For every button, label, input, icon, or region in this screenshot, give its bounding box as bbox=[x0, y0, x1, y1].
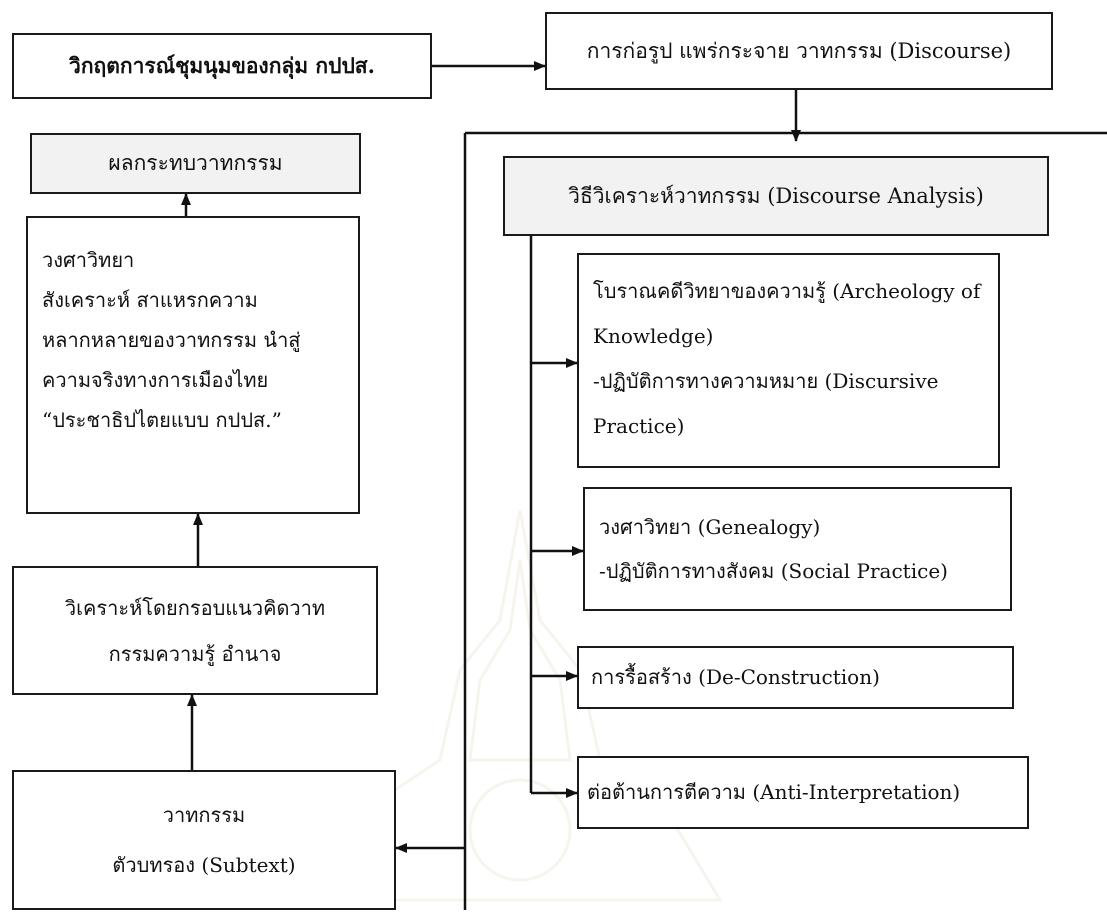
method-genealogy-line: -ปฏิบัติการทางสังคม (Social Practice) bbox=[599, 559, 948, 583]
method-deconstruction-line: การรื้อสร้าง (De-Construction) bbox=[591, 665, 880, 689]
genealogy-result-box: วงศาวิทยา สังเคราะห์ สาแหรกความ หลากหลาย… bbox=[26, 216, 360, 514]
discourse-effect-label: ผลกระทบวาทกรรม bbox=[108, 151, 283, 176]
method-archeology-box: โบราณคดีวิทยาของความรู้ (Archeology of K… bbox=[577, 253, 1000, 468]
framework-analysis-line: กรรมความรู้ อำนาจ bbox=[108, 641, 282, 666]
method-archeology-line: Knowledge) bbox=[593, 324, 714, 348]
subtext-line: วาทกรรม bbox=[162, 803, 246, 827]
discourse-effect-box: ผลกระทบวาทกรรม bbox=[30, 133, 361, 194]
discourse-analysis-box: วิธีวิเคราะห์วาทกรรม (Discourse Analysis… bbox=[503, 156, 1049, 236]
genealogy-result-line: วงศาวิทยา bbox=[42, 248, 135, 272]
genealogy-result-line: หลากหลายของวาทกรรม นำสู่ bbox=[42, 328, 301, 352]
discourse-formation-box: การก่อรูป แพร่กระจาย วาทกรรม (Discourse) bbox=[545, 12, 1053, 90]
method-archeology-line: โบราณคดีวิทยาของความรู้ (Archeology of bbox=[593, 279, 981, 303]
framework-analysis-box: วิเคราะห์โดยกรอบแนวคิดวาท กรรมความรู้ อำ… bbox=[12, 566, 378, 695]
genealogy-result-line: สังเคราะห์ สาแหรกความ bbox=[42, 288, 258, 312]
genealogy-result-line: ความจริงทางการเมืองไทย bbox=[42, 368, 269, 392]
subtext-line: ตัวบทรอง (Subtext) bbox=[112, 853, 296, 877]
subtext-box: วาทกรรม ตัวบทรอง (Subtext) bbox=[12, 770, 396, 910]
discourse-analysis-label: วิธีวิเคราะห์วาทกรรม (Discourse Analysis… bbox=[568, 183, 984, 208]
method-anti-interpretation-line: ต่อต้านการตีความ (Anti-Interpretation) bbox=[587, 780, 961, 804]
method-deconstruction-box: การรื้อสร้าง (De-Construction) bbox=[577, 646, 1014, 709]
crisis-label: วิกฤตการณ์ชุมนุมของกลุ่ม กปปส. bbox=[69, 52, 375, 78]
framework-analysis-line: วิเคราะห์โดยกรอบแนวคิดวาท bbox=[64, 595, 326, 620]
method-archeology-line: -ปฏิบัติการทางความหมาย (Discursive bbox=[593, 369, 939, 393]
method-genealogy-line: วงศาวิทยา (Genealogy) bbox=[599, 515, 821, 539]
discourse-formation-label: การก่อรูป แพร่กระจาย วาทกรรม (Discourse) bbox=[586, 38, 1012, 63]
method-anti-interpretation-box: ต่อต้านการตีความ (Anti-Interpretation) bbox=[577, 756, 1029, 829]
method-archeology-line: Practice) bbox=[593, 414, 685, 438]
genealogy-result-line: “ประชาธิปไตยแบบ กปปส.” bbox=[42, 408, 282, 432]
method-genealogy-box: วงศาวิทยา (Genealogy) -ปฏิบัติการทางสังค… bbox=[583, 487, 1012, 611]
crisis-box: วิกฤตการณ์ชุมนุมของกลุ่ม กปปส. bbox=[12, 33, 432, 99]
watermark-emblem bbox=[317, 509, 723, 902]
